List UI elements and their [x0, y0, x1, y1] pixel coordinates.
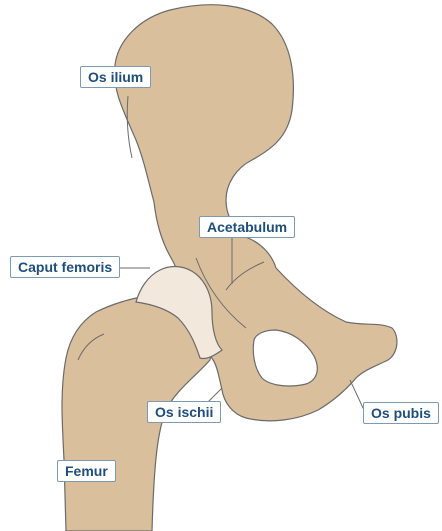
leader-line-os-pubis: [350, 380, 364, 410]
label-os-ischii: Os ischii: [147, 401, 221, 423]
label-os-ilium: Os ilium: [80, 66, 151, 88]
label-femur: Femur: [57, 460, 116, 482]
label-acetabulum: Acetabulum: [199, 216, 295, 238]
label-caput-femoris: Caput femoris: [10, 256, 120, 278]
label-os-pubis: Os pubis: [363, 402, 439, 424]
